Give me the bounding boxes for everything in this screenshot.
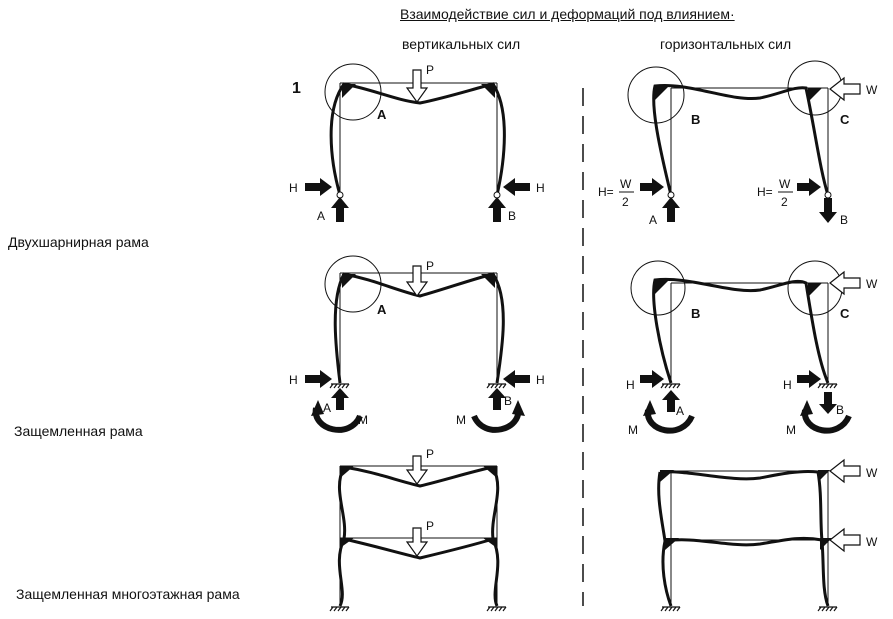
label-c-node: C [840, 112, 850, 127]
frame-fixed-horizontal: W H H A B M M B C [626, 260, 878, 437]
reaction-arrow-a [662, 197, 680, 222]
reaction-arrow-a [662, 390, 680, 412]
label-m: M [628, 423, 638, 437]
reaction-arrow-b [819, 392, 837, 414]
frame-multistory-horizontal: W W [657, 458, 878, 612]
label-p: P [426, 259, 434, 273]
row-label-multistory: Защемленная многоэтажная рама [16, 586, 240, 602]
reaction-arrow-h-right [503, 370, 530, 388]
reaction-arrow-h-right [797, 370, 821, 388]
column-header-horizontal: горизонтальных сил [660, 36, 792, 52]
label-b-node: B [691, 306, 700, 321]
label-h-eq: H= [757, 185, 773, 199]
label-two: 2 [622, 195, 629, 209]
diagram-title: Взаимодействие сил и деформаций под влия… [400, 6, 735, 22]
label-h: H [289, 373, 298, 387]
load-arrow-p [405, 527, 429, 558]
row-label-two-hinged: Двухшарнирная рама [8, 234, 149, 250]
label-w-frac: W [620, 177, 632, 191]
frame-two-hinged-vertical: P H H A B A [289, 63, 545, 223]
frame-two-hinged-horizontal: W H= W 2 H= W 2 A B B C [598, 60, 878, 227]
label-m: M [358, 413, 368, 427]
load-arrow-p [405, 265, 429, 298]
reaction-arrow-a [331, 197, 349, 222]
reaction-arrow-a [331, 388, 349, 410]
label-h: H [536, 373, 545, 387]
reaction-arrow-b [488, 197, 506, 222]
label-m: M [786, 423, 796, 437]
row-label-fixed: Защемленная рама [14, 423, 143, 439]
load-arrow-w [829, 527, 861, 553]
moment-arrow-m [644, 409, 695, 434]
label-c-node: C [840, 306, 850, 321]
label-p: P [426, 63, 434, 77]
label-p: P [426, 519, 434, 533]
label-w: W [866, 277, 878, 291]
label-h: H [626, 378, 635, 392]
label-b: B [836, 403, 844, 417]
label-h: H [289, 181, 298, 195]
load-arrow-w [829, 76, 861, 102]
label-a: A [323, 401, 331, 415]
label-b: B [840, 213, 848, 227]
label-b-node: B [691, 112, 700, 127]
reaction-arrow-h-left [305, 370, 332, 388]
label-a-node: A [377, 302, 387, 317]
reaction-arrow-b [488, 388, 506, 410]
column-header-vertical: вертикальных сил [402, 36, 521, 52]
reaction-arrow-b [819, 198, 837, 223]
label-a: A [649, 213, 657, 227]
label-w: W [866, 535, 878, 549]
label-h: H [536, 181, 545, 195]
moment-arrow-m [801, 409, 852, 434]
label-two: 2 [781, 195, 788, 209]
load-arrow-p [405, 455, 429, 486]
label-b: B [508, 209, 516, 223]
label-h: H [783, 378, 792, 392]
figure-number: 1 [292, 80, 301, 97]
frame-multistory-vertical: P P [329, 447, 507, 612]
label-a-node: A [377, 107, 387, 122]
reaction-arrow-h-right [503, 178, 530, 196]
reaction-arrow-h-left [640, 178, 664, 196]
load-arrow-w [829, 270, 861, 296]
label-p: P [426, 447, 434, 461]
label-a: A [317, 209, 325, 223]
frame-fixed-vertical: P H H A B M M A [289, 255, 545, 433]
load-arrow-p [405, 69, 429, 104]
reaction-arrow-h-left [640, 370, 664, 388]
moment-arrow-m [471, 407, 522, 433]
label-w: W [866, 83, 878, 97]
label-w-frac: W [779, 177, 791, 191]
reaction-arrow-h-left [305, 178, 332, 196]
label-a: A [676, 404, 684, 418]
label-w: W [866, 466, 878, 480]
label-h-eq: H= [598, 185, 614, 199]
load-arrow-w [829, 458, 861, 484]
label-b: B [504, 394, 512, 408]
label-m: M [456, 413, 466, 427]
reaction-arrow-h-right [797, 178, 821, 196]
